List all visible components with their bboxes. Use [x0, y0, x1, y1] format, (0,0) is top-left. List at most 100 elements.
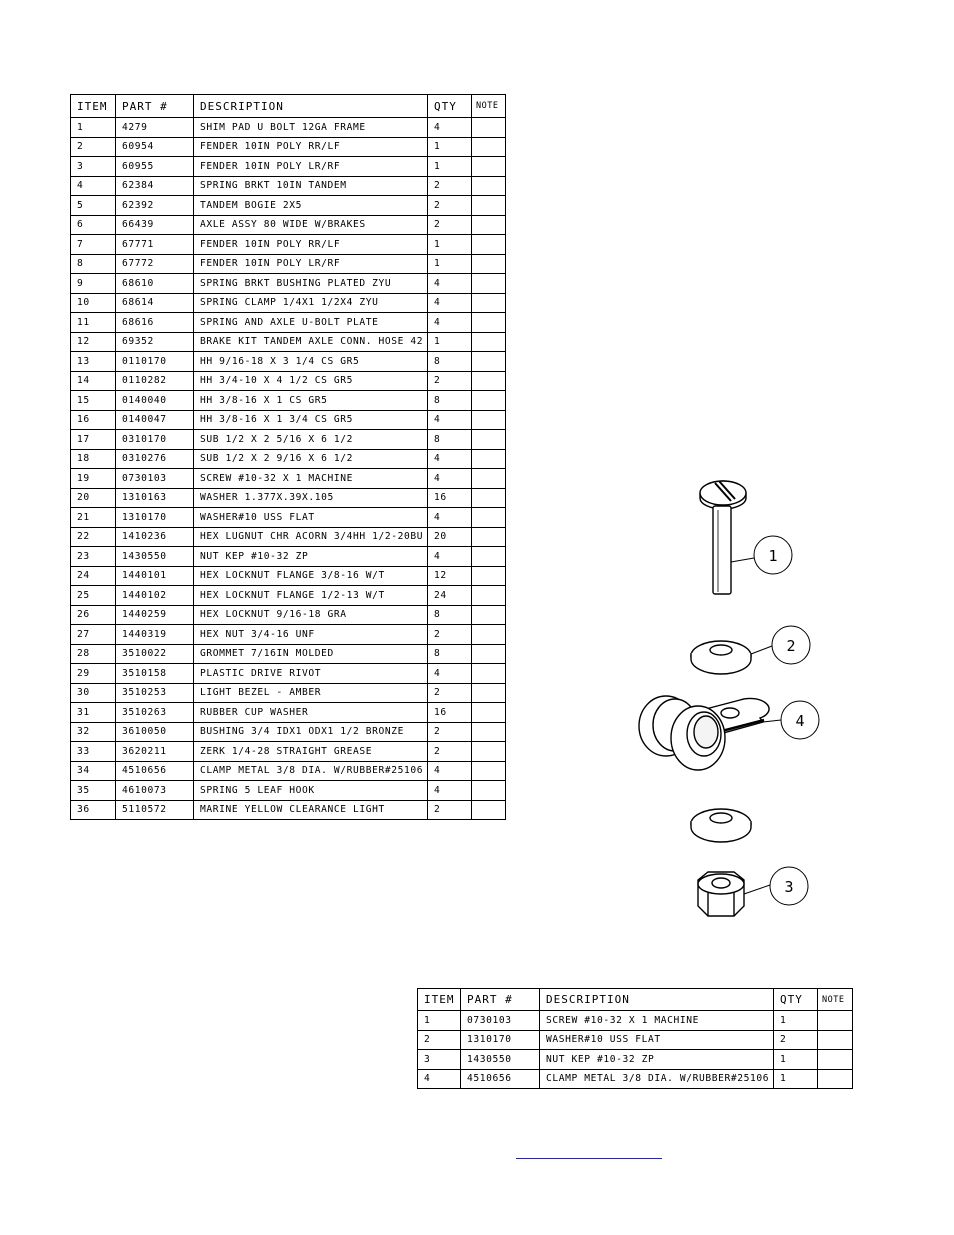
header-qty: QTY — [427, 94, 472, 118]
leader-lines — [730, 557, 782, 895]
parts-list-cell-qty: 4 — [427, 117, 472, 138]
parts-list-cell-note — [471, 604, 506, 625]
parts-list-cell-note — [471, 370, 506, 391]
parts-list-cell-item: 13 — [70, 351, 116, 372]
parts-list-cell-note — [471, 195, 506, 216]
clamp-parts-cell-part-number: 4510656 — [460, 1068, 540, 1089]
clamp-parts-cell-part-number: 1310170 — [460, 1029, 540, 1050]
parts-list-cell-qty: 1 — [427, 234, 472, 255]
clamp-parts-cell-item: 3 — [417, 1049, 461, 1070]
parts-list-cell-item: 8 — [70, 253, 116, 274]
parts-list-cell-item: 5 — [70, 195, 116, 216]
balloon-3: 3 — [769, 866, 809, 906]
parts-list-cell-part-number: 1310170 — [115, 507, 194, 528]
parts-list-cell-description: HEX LOCKNUT 9/16-18 GRA — [193, 604, 428, 625]
parts-list-cell-part-number: 3610050 — [115, 721, 194, 742]
parts-list-cell-qty: 2 — [427, 721, 472, 742]
parts-list-cell-item: 24 — [70, 565, 116, 586]
parts-list-cell-note — [471, 448, 506, 469]
parts-list-cell-item: 19 — [70, 468, 116, 489]
balloon-4-label: 4 — [795, 712, 804, 730]
parts-list-cell-qty: 12 — [427, 565, 472, 586]
clamp-parts-cell-part-number: 0730103 — [460, 1010, 540, 1031]
parts-list-cell-description: SPRING BRKT 10IN TANDEM — [193, 175, 428, 196]
parts-list-cell-part-number: 67772 — [115, 253, 194, 274]
parts-list-cell-description: SPRING CLAMP 1/4X1 1/2X4 ZYU — [193, 292, 428, 313]
parts-list-cell-part-number: 4279 — [115, 117, 194, 138]
parts-list-cell-part-number: 67771 — [115, 234, 194, 255]
parts-list-cell-part-number: 68614 — [115, 292, 194, 313]
parts-list-cell-note — [471, 390, 506, 411]
parts-list-cell-qty: 2 — [427, 214, 472, 235]
parts-list-cell-description: SPRING 5 LEAF HOOK — [193, 780, 428, 801]
parts-list-cell-qty: 8 — [427, 429, 472, 450]
parts-list-cell-note — [471, 721, 506, 742]
parts-list-cell-item: 10 — [70, 292, 116, 313]
parts-list-cell-part-number: 5110572 — [115, 799, 194, 820]
parts-list-cell-qty: 2 — [427, 799, 472, 820]
parts-list-cell-note — [471, 565, 506, 586]
parts-list-cell-note — [471, 175, 506, 196]
parts-list-cell-qty: 16 — [427, 487, 472, 508]
parts-list-cell-description: GROMMET 7/16IN MOLDED — [193, 643, 428, 664]
parts-list-cell-qty: 4 — [427, 546, 472, 567]
parts-list-header-row: ITEM PART # DESCRIPTION QTY NOTE — [70, 94, 506, 118]
parts-list-cell-description: SCREW #10-32 X 1 MACHINE — [193, 468, 428, 489]
parts-list-cell-description: HEX LUGNUT CHR ACORN 3/4HH 1/2-20BU — [193, 526, 428, 547]
balloon-1-label: 1 — [768, 547, 777, 565]
parts-list-cell-part-number: 66439 — [115, 214, 194, 235]
parts-list-cell-part-number: 1440259 — [115, 604, 194, 625]
parts-list-cell-description: HH 3/4-10 X 4 1/2 CS GR5 — [193, 370, 428, 391]
parts-list-cell-part-number: 0110170 — [115, 351, 194, 372]
clamp-header-item: ITEM — [417, 988, 461, 1011]
parts-list-cell-note — [471, 312, 506, 333]
footer-link-underline[interactable] — [516, 1158, 662, 1159]
parts-list-cell-description: RUBBER CUP WASHER — [193, 702, 428, 723]
clamp-parts-cell-item: 1 — [417, 1010, 461, 1031]
parts-list-cell-description: HEX LOCKNUT FLANGE 1/2-13 W/T — [193, 585, 428, 606]
parts-list-cell-note — [471, 429, 506, 450]
parts-list-cell-part-number: 3620211 — [115, 741, 194, 762]
parts-list-cell-qty: 2 — [427, 175, 472, 196]
parts-list-cell-qty: 24 — [427, 585, 472, 606]
washer-part-lower — [690, 808, 752, 843]
parts-list-cell-qty: 4 — [427, 780, 472, 801]
parts-list-cell-item: 23 — [70, 546, 116, 567]
parts-list-cell-part-number: 3510253 — [115, 682, 194, 703]
clamp-parts-cell-note — [817, 1068, 853, 1089]
parts-list-cell-description: NUT KEP #10-32 ZP — [193, 546, 428, 567]
parts-list-cell-item: 3 — [70, 156, 116, 177]
clamp-parts-cell-item: 4 — [417, 1068, 461, 1089]
parts-list-cell-part-number: 0310276 — [115, 448, 194, 469]
parts-list-cell-note — [471, 799, 506, 820]
parts-list-cell-note — [471, 507, 506, 528]
parts-list-cell-description: HH 9/16-18 X 3 1/4 CS GR5 — [193, 351, 428, 372]
clamp-parts-cell-description: CLAMP METAL 3/8 DIA. W/RUBBER#25106 — [539, 1068, 774, 1089]
parts-list-cell-item: 7 — [70, 234, 116, 255]
parts-list-cell-part-number: 1440101 — [115, 565, 194, 586]
parts-list-cell-part-number: 3510022 — [115, 643, 194, 664]
parts-list-cell-part-number: 1440319 — [115, 624, 194, 645]
parts-list-cell-note — [471, 292, 506, 313]
parts-list-cell-qty: 8 — [427, 604, 472, 625]
parts-list-cell-qty: 4 — [427, 448, 472, 469]
parts-list-cell-description: WASHER#10 USS FLAT — [193, 507, 428, 528]
washer-part-upper — [690, 640, 752, 675]
parts-list-cell-note — [471, 546, 506, 567]
parts-list-cell-note — [471, 331, 506, 352]
clamp-header-part-number: PART # — [460, 988, 540, 1011]
